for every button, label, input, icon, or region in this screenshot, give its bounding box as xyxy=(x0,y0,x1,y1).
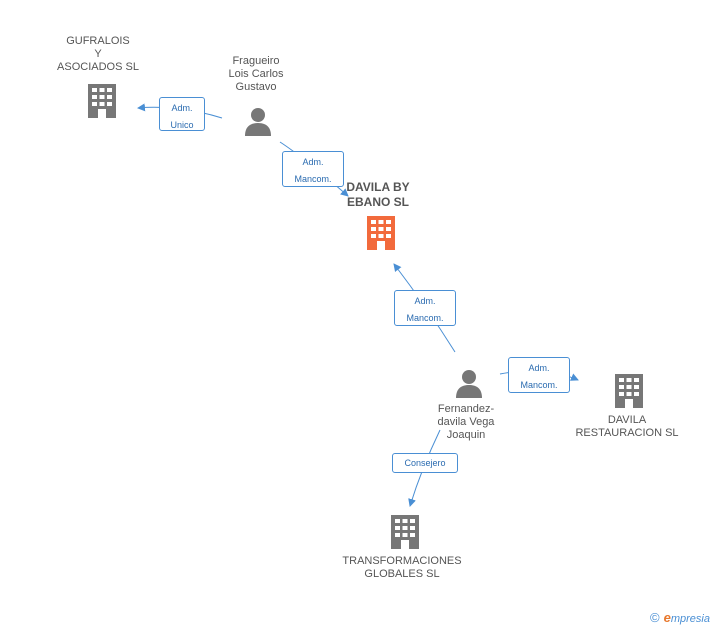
edge-label-fernandez-restauracion[interactable]: Adm. Mancom. xyxy=(508,357,570,393)
building-icon-gufralois[interactable] xyxy=(87,84,117,118)
edge-label-fragueiro-davila[interactable]: Adm. Mancom. xyxy=(282,151,344,187)
edge-label-fernandez-davila[interactable]: Adm. Mancom. xyxy=(394,290,456,326)
person-icon-fernandez[interactable] xyxy=(454,368,484,398)
person-icon-fragueiro[interactable] xyxy=(243,106,273,136)
building-icon-davila-restauracion[interactable] xyxy=(614,374,644,408)
building-icon-transformaciones[interactable] xyxy=(390,515,420,549)
brand-initial: e xyxy=(663,610,671,625)
empresia-logo: ©empresia xyxy=(650,610,710,625)
edge-label-adm-unico[interactable]: Adm. Unico xyxy=(159,97,205,131)
edge-label-consejero[interactable]: Consejero xyxy=(392,453,458,473)
fragueiro-label[interactable]: Fragueiro Lois Carlos Gustavo xyxy=(228,55,284,93)
davila-restauracion-label[interactable]: DAVILA RESTAURACION SL xyxy=(575,414,679,439)
davila-by-ebano-label[interactable]: DAVILA BY EBANO SL xyxy=(346,180,410,209)
fernandez-label[interactable]: Fernandez- davila Vega Joaquin xyxy=(437,403,495,441)
brand-rest: mpresia xyxy=(670,613,710,625)
transformaciones-label[interactable]: TRANSFORMACIONES GLOBALES SL xyxy=(342,555,462,580)
building-icon-davila-by-ebano[interactable] xyxy=(366,216,396,250)
copyright-icon: © xyxy=(650,610,660,625)
gufralois-label[interactable]: GUFRALOIS Y ASOCIADOS SL xyxy=(57,35,139,73)
